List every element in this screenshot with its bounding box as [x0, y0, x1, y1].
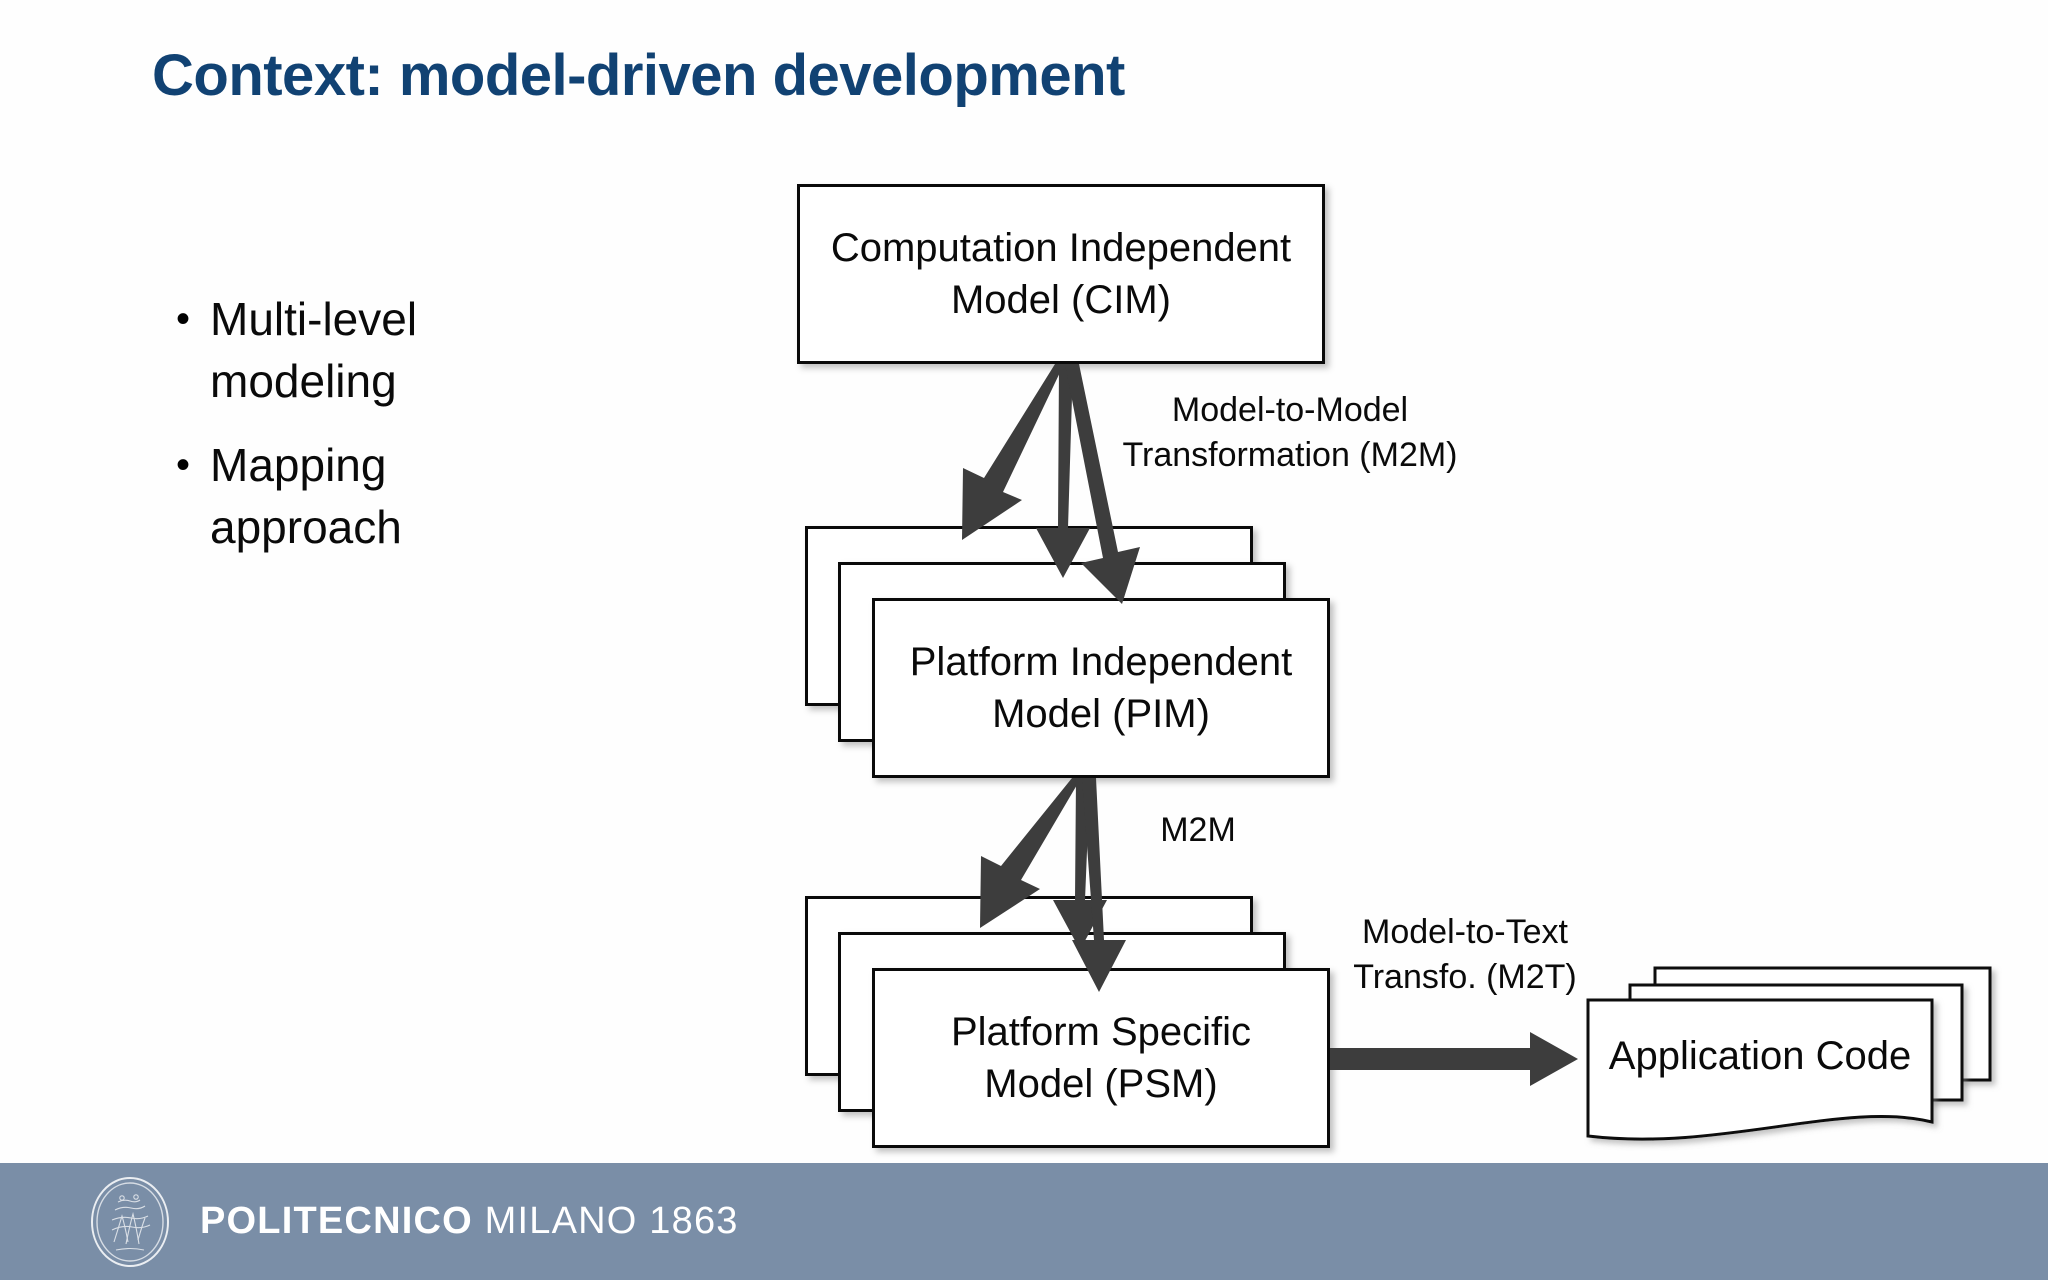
bullet-text: Multi-level modeling: [210, 293, 418, 407]
footer-wordmark: POLITECNICO MILANO 1863: [200, 1200, 739, 1243]
page-title: Context: model-driven development: [152, 43, 1125, 108]
list-item: • Multi-level modeling: [160, 288, 590, 412]
node-pim: Platform Independent Model (PIM): [872, 598, 1330, 778]
footer-wordmark-light: MILANO 1863: [484, 1200, 739, 1242]
footer-wordmark-bold: POLITECNICO: [200, 1200, 473, 1242]
edge-label-psm-to-code: Model-to-Text Transfo. (M2T): [1353, 913, 1577, 996]
node-cim-label: Computation Independent Model (CIM): [830, 226, 1292, 322]
list-item: • Mapping approach: [160, 434, 590, 558]
bullet-point-icon: •: [176, 443, 191, 487]
node-application-code-label: Application Code: [1608, 1034, 1912, 1078]
edge-label-pim-to-psm: M2M: [1160, 811, 1236, 849]
politecnico-seal-logo: [91, 1176, 169, 1267]
bullet-point-icon: •: [176, 297, 191, 341]
node-pim-label: Platform Independent Model (PIM): [909, 640, 1293, 736]
node-cim: Computation Independent Model (CIM): [797, 184, 1325, 364]
bullet-list: • Multi-level modeling • Mapping approac…: [160, 288, 590, 580]
mdd-diagram: Computation Independent Model (CIM) Plat…: [797, 184, 1992, 1148]
node-psm-label: Platform Specific Model (PSM): [950, 1010, 1252, 1106]
edge-label-cim-to-pim: Model-to-Model Transformation (M2M): [1122, 391, 1458, 474]
footer-bar: POLITECNICO MILANO 1863: [0, 1163, 2048, 1280]
node-psm: Platform Specific Model (PSM): [872, 968, 1330, 1148]
bullet-text: Mapping approach: [210, 439, 402, 553]
